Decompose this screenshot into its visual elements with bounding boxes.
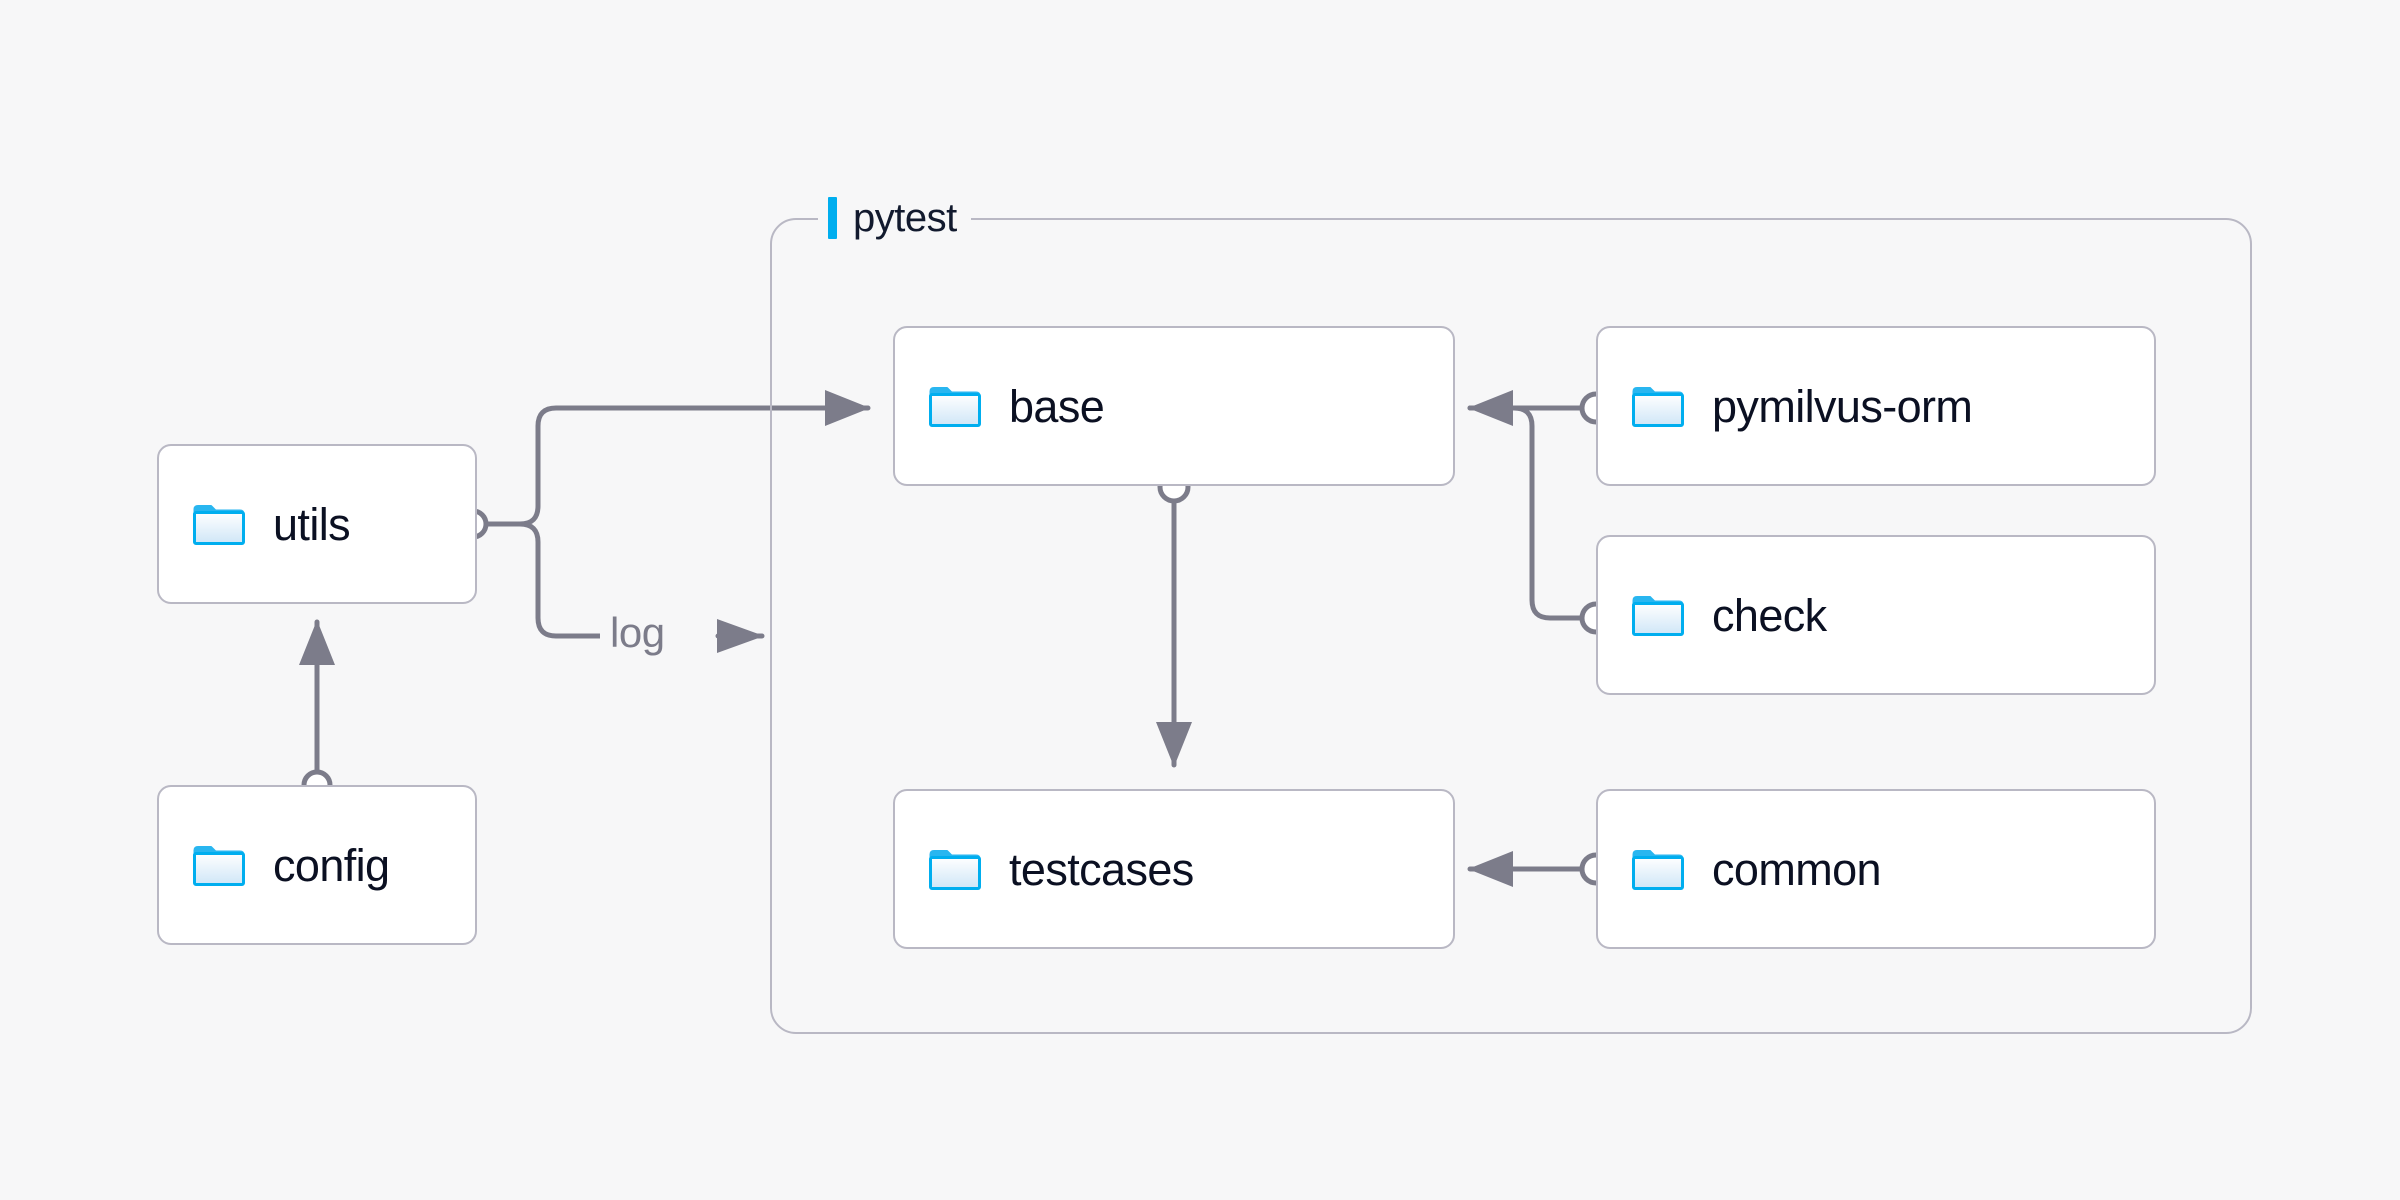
node-base[interactable]: base [893,326,1455,486]
folder-icon [193,505,245,545]
edge-label-log: log [600,612,675,654]
folder-icon [1632,850,1684,890]
group-title-text: pytest [853,196,957,240]
node-check[interactable]: check [1596,535,2156,695]
group-container-pytest [770,218,2252,1034]
node-label-base: base [1009,380,1105,432]
group-label-pytest: pytest [818,195,971,241]
node-pymilvus-orm[interactable]: pymilvus-orm [1596,326,2156,486]
node-testcases[interactable]: testcases [893,789,1455,949]
node-label-common: common [1712,843,1882,895]
folder-icon [929,387,981,427]
node-label-testcases: testcases [1009,843,1194,895]
node-common[interactable]: common [1596,789,2156,949]
node-config[interactable]: config [157,785,477,945]
node-label-config: config [273,839,390,891]
group-accent-bar [828,197,837,239]
node-label-utils: utils [273,498,351,550]
folder-icon [929,850,981,890]
node-label-pymilvus-orm: pymilvus-orm [1712,380,1973,432]
node-utils[interactable]: utils [157,444,477,604]
node-label-check: check [1712,589,1827,641]
folder-icon [1632,596,1684,636]
folder-icon [193,846,245,886]
folder-icon [1632,387,1684,427]
edge-utils-to-log [517,521,603,639]
